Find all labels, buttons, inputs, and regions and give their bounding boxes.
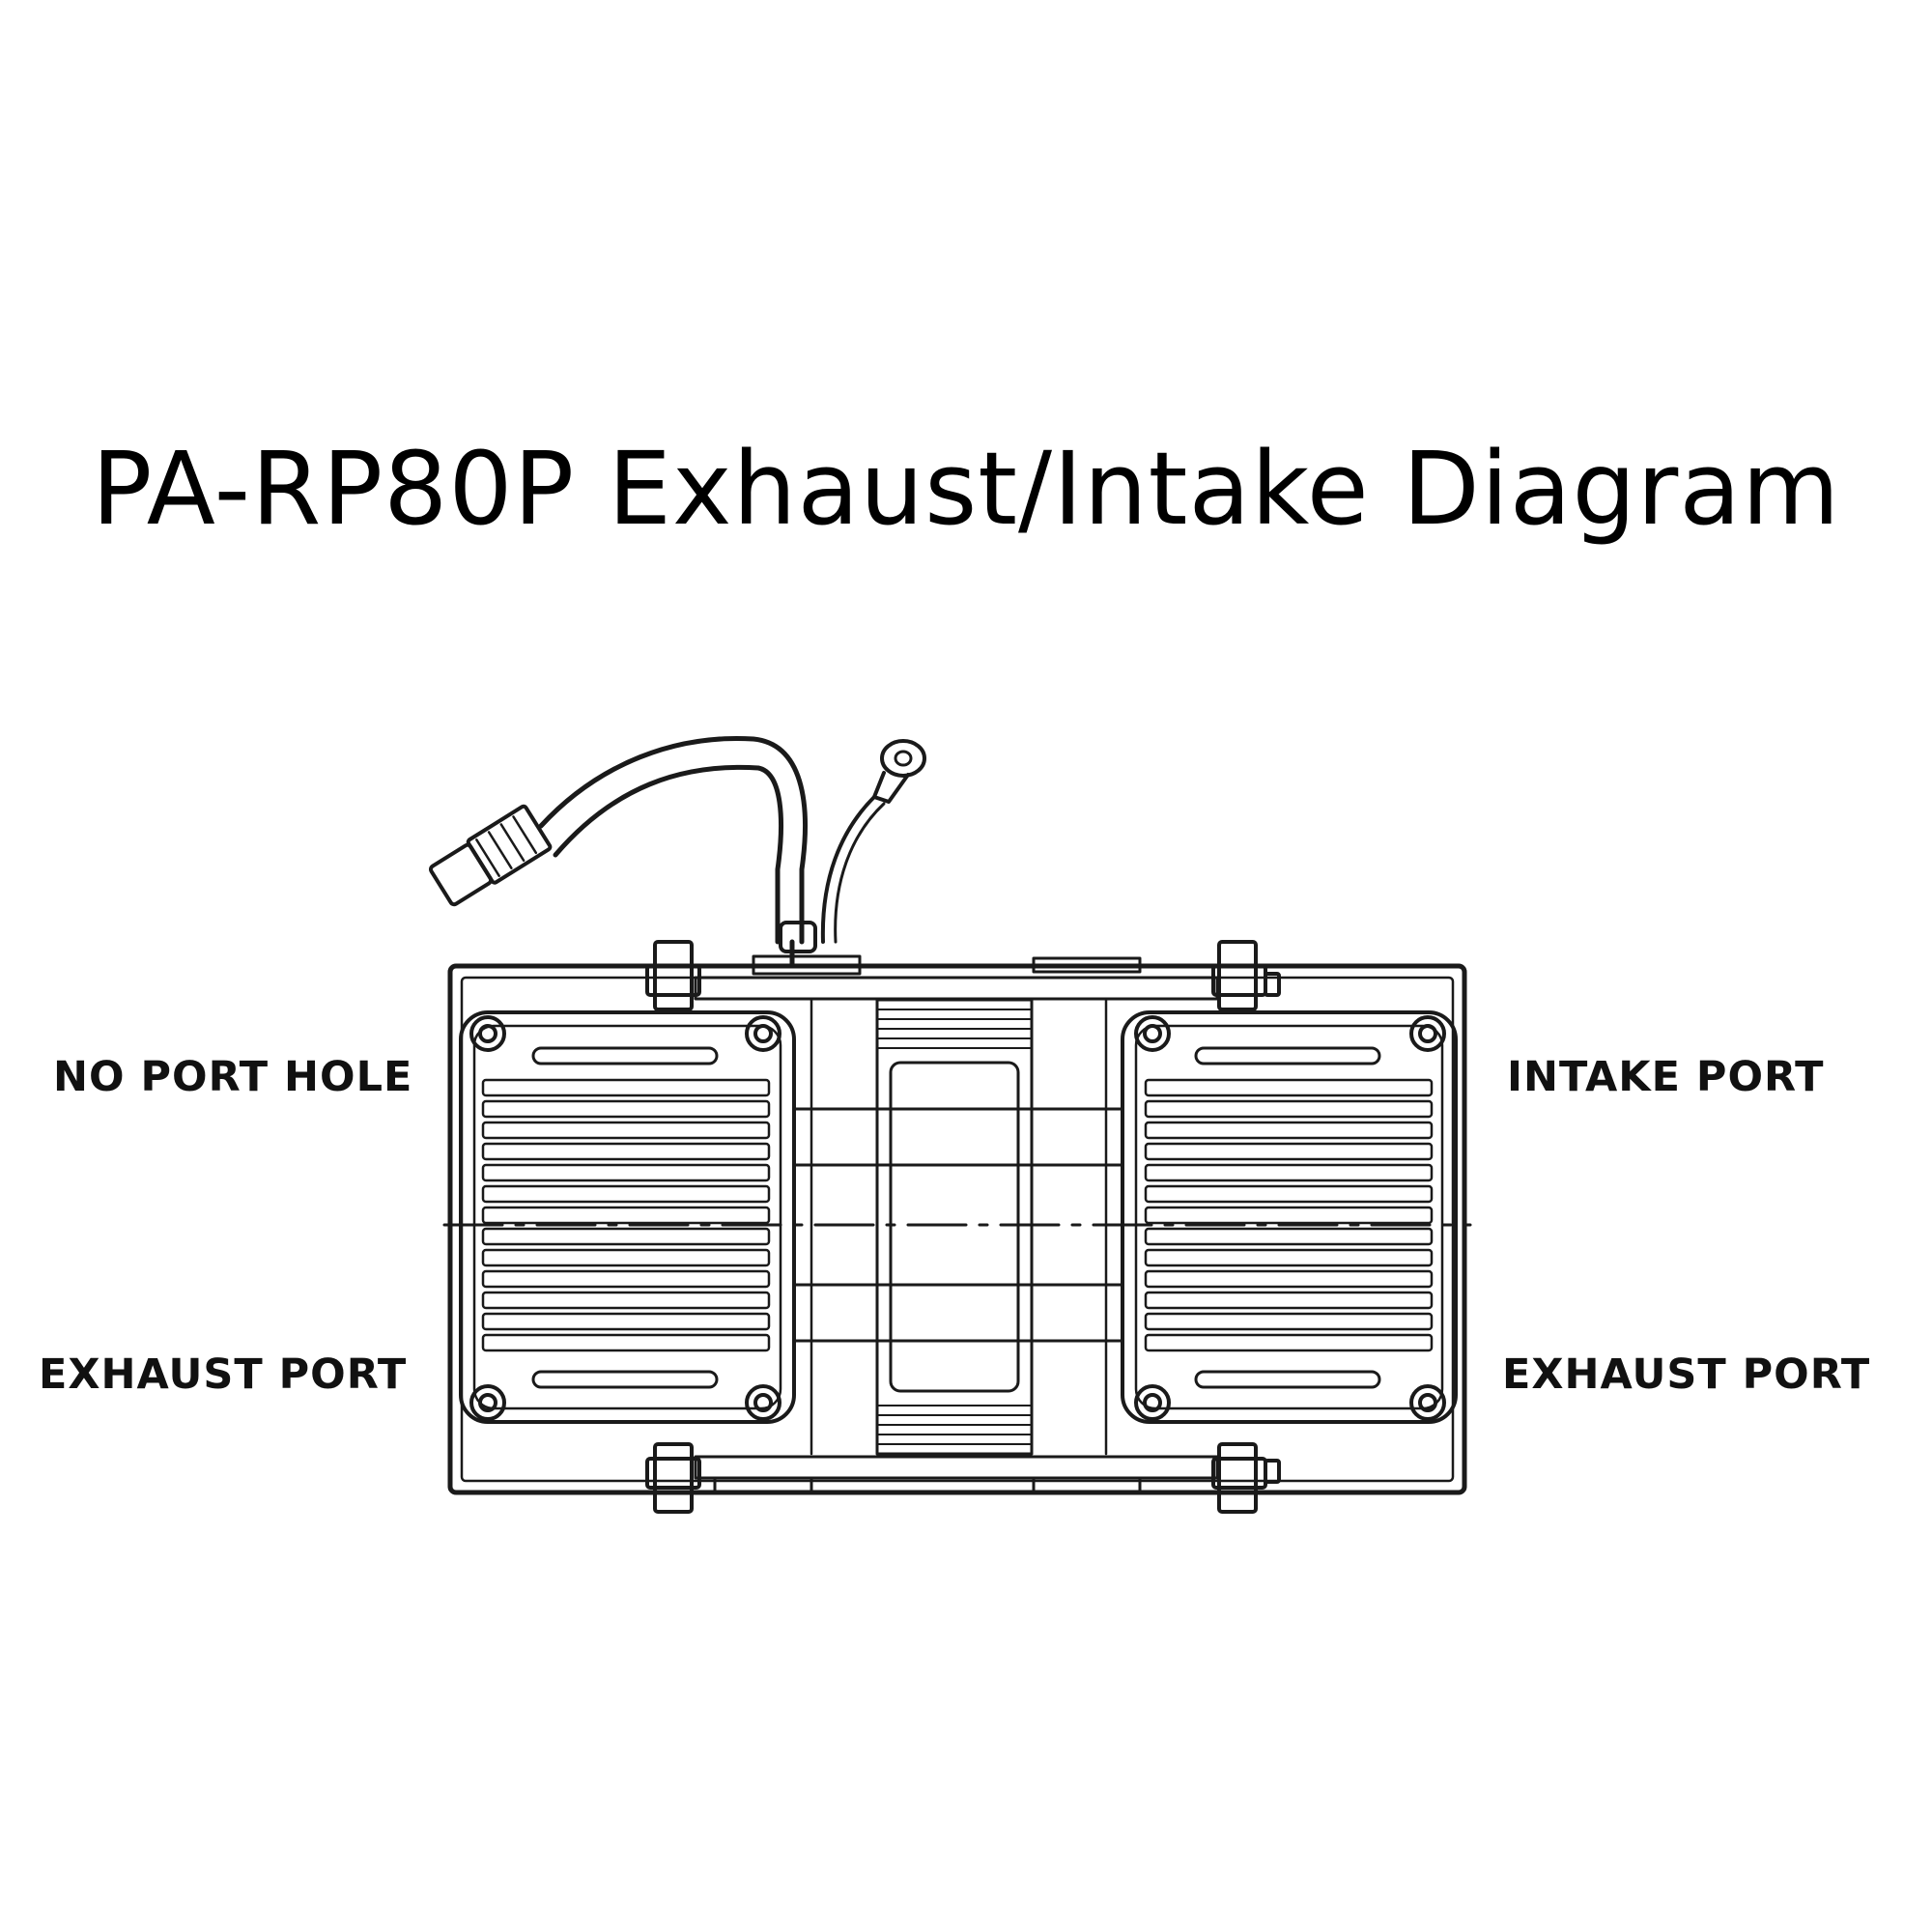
label-intake-port: INTAKE PORT xyxy=(1507,1053,1825,1101)
bolt-icon xyxy=(469,1015,781,1421)
label-exhaust-port-left: EXHAUST PORT xyxy=(39,1350,408,1399)
ground-wire xyxy=(820,739,926,944)
cable-connector xyxy=(428,804,553,907)
center-core xyxy=(792,998,1124,1456)
label-no-port-hole: NO PORT HOLE xyxy=(53,1053,413,1101)
right-pump-head xyxy=(1121,1010,1458,1424)
ring-terminal xyxy=(880,739,926,778)
diagram-title: PA-RP80P Exhaust/Intake Diagram xyxy=(91,430,1841,548)
label-exhaust-port-right: EXHAUST PORT xyxy=(1502,1350,1871,1399)
clamp-brackets xyxy=(645,940,1281,1514)
left-pump-head xyxy=(459,1010,796,1424)
power-cable xyxy=(538,735,817,969)
bolt-icon xyxy=(1134,1015,1446,1421)
